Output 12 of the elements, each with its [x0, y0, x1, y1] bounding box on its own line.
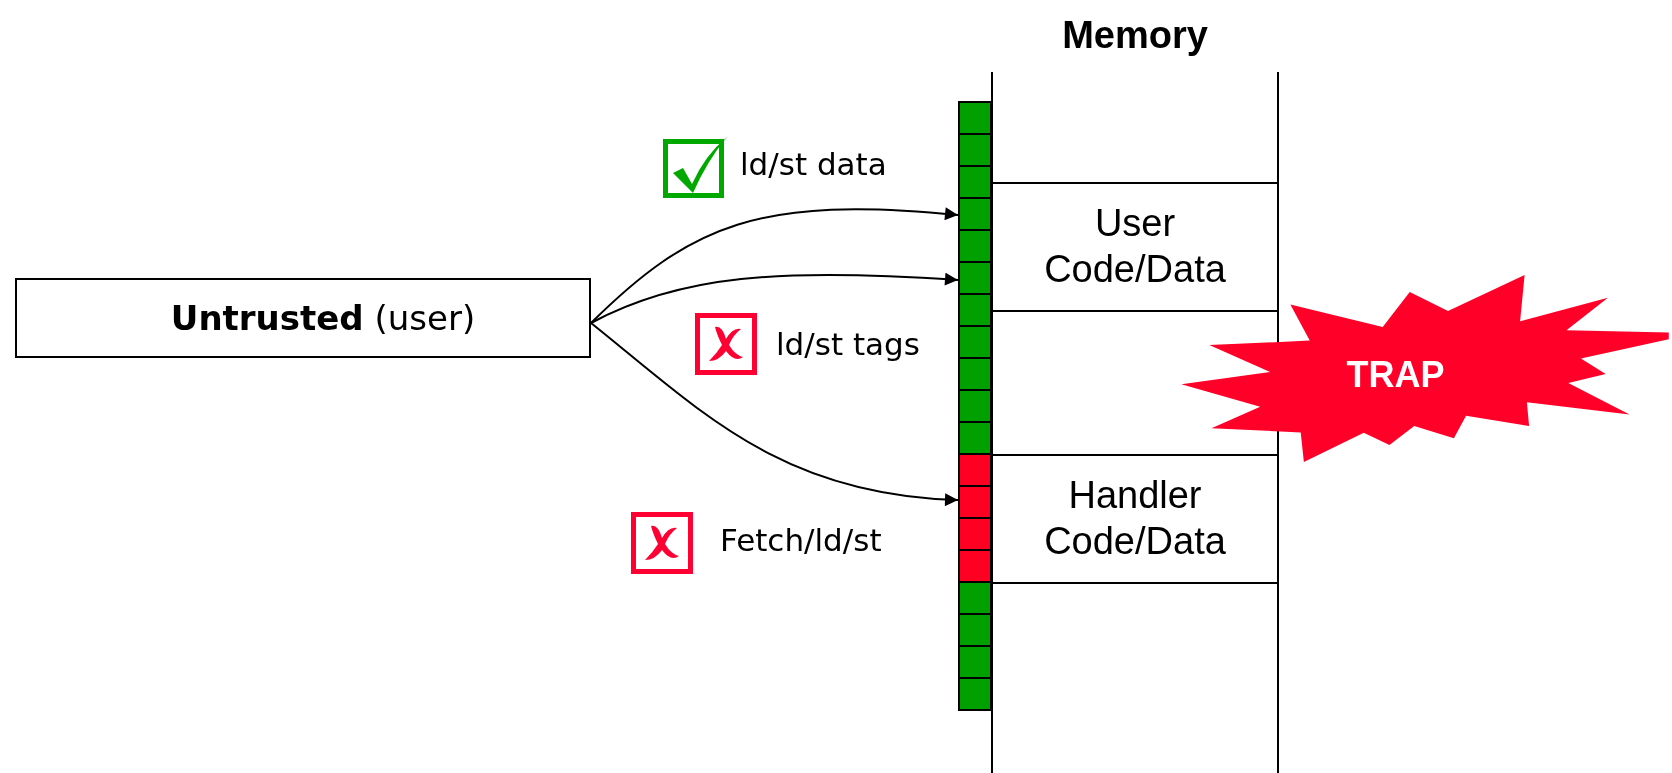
memory-region: [993, 454, 1277, 584]
tag-bar: [958, 101, 992, 711]
edge-label: Fetch/ld/st: [720, 522, 882, 558]
arrow: [590, 322, 959, 506]
arrow: [590, 207, 959, 324]
memory-region: [993, 182, 1277, 312]
memory-heading: Memory: [1061, 14, 1209, 57]
edge-label: ld/st data: [740, 146, 887, 182]
arrow: [590, 272, 959, 324]
edge-label: ld/st tags: [776, 326, 920, 362]
region-label: Handler Code/Data: [1043, 473, 1227, 564]
process-box: Untrusted (user): [15, 278, 591, 358]
